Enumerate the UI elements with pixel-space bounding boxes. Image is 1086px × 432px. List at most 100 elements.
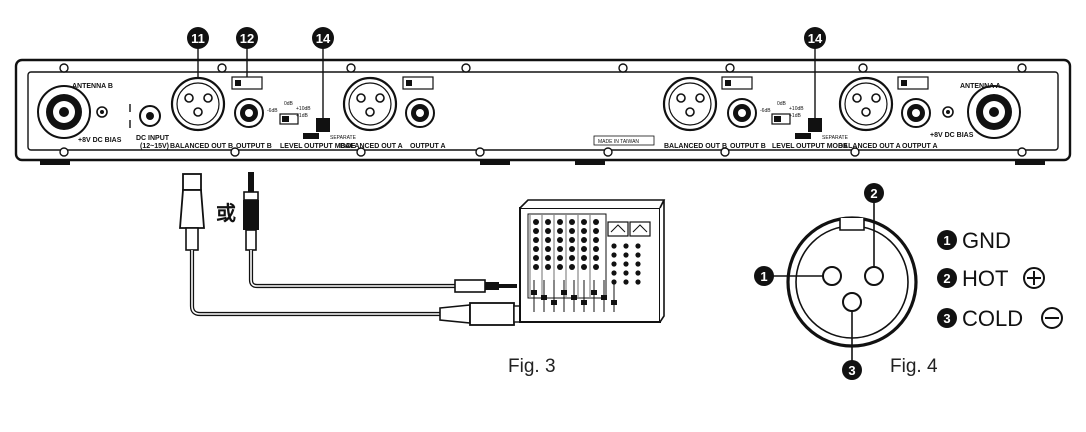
xlr-pinout: 1 2 3 bbox=[754, 183, 918, 380]
level-plus10-1: +10dB bbox=[296, 106, 311, 112]
audio-mixer bbox=[519, 199, 666, 323]
antenna-a-connector bbox=[967, 85, 1021, 139]
mixer-knob bbox=[569, 255, 575, 261]
xlr-plug bbox=[179, 173, 205, 251]
mixer-knob bbox=[593, 228, 599, 234]
mixer-knob bbox=[593, 246, 599, 252]
mixer-knob bbox=[581, 219, 587, 225]
mixer-knob bbox=[611, 261, 617, 267]
phone-plug bbox=[243, 172, 259, 251]
balanced-out-b-xlr-1 bbox=[170, 76, 226, 132]
mixer-knob bbox=[623, 279, 629, 285]
output-a-label-2: OUTPUT A bbox=[902, 143, 938, 150]
mixer-knob bbox=[581, 237, 587, 243]
mixer-knob bbox=[557, 228, 563, 234]
level-0-1: 0dB bbox=[284, 101, 294, 107]
fig-3-caption: Fig. 3 bbox=[508, 356, 556, 377]
level-switch-1 bbox=[279, 113, 299, 125]
svg-text:11: 11 bbox=[191, 31, 205, 46]
mixer-knob bbox=[545, 246, 551, 252]
mixer-fader bbox=[551, 300, 557, 305]
level-plus1-2: +1dB bbox=[789, 113, 801, 119]
mixer-fader bbox=[581, 300, 587, 305]
mixer-knob bbox=[623, 261, 629, 267]
mixer-knob bbox=[533, 264, 539, 270]
mixer-knobs bbox=[529, 215, 641, 297]
svg-text:2: 2 bbox=[943, 271, 950, 286]
pin-1-badge: 1 bbox=[760, 269, 767, 284]
callout-14-right: 14 bbox=[804, 27, 826, 118]
mixer-knob bbox=[569, 246, 575, 252]
level-switch-2 bbox=[771, 113, 791, 125]
balanced-out-a-xlr-1 bbox=[342, 76, 398, 132]
minus-icon bbox=[1041, 307, 1063, 329]
mixer-knob bbox=[569, 228, 575, 234]
mixer-knob bbox=[581, 228, 587, 234]
mixer-knob bbox=[557, 219, 563, 225]
mixer-knob bbox=[635, 279, 641, 285]
level-label-1: LEVEL bbox=[280, 143, 303, 150]
mixer-fader bbox=[561, 290, 567, 295]
balanced-out-b-xlr-2 bbox=[662, 76, 718, 132]
mixer-knob bbox=[545, 264, 551, 270]
output-b-label-2: OUTPUT B bbox=[730, 143, 766, 150]
level-plus1-1: +1dB bbox=[296, 113, 308, 119]
output-a-jack-2 bbox=[901, 98, 931, 128]
output-a-jack-1 bbox=[405, 98, 435, 128]
legend-cold: COLD bbox=[962, 306, 1023, 331]
svg-text:12: 12 bbox=[240, 31, 254, 46]
fig-4-caption: Fig. 4 bbox=[890, 356, 938, 377]
mixer-knob bbox=[611, 252, 617, 258]
balanced-out-b-label-1: BALANCED OUT B bbox=[170, 143, 233, 150]
dc-input-jack bbox=[129, 104, 161, 128]
output-mode-switch-2 bbox=[795, 118, 822, 139]
mixer-faders bbox=[531, 280, 617, 312]
mixer-knob bbox=[569, 264, 575, 270]
mixer-knob bbox=[569, 219, 575, 225]
callout-11: 11 bbox=[187, 27, 209, 78]
separate-label-2: SEPARATE bbox=[822, 135, 849, 141]
mixer-fader bbox=[571, 295, 577, 300]
balanced-out-a-xlr-2 bbox=[838, 76, 894, 132]
pin-3-badge: 3 bbox=[848, 363, 855, 378]
dc-input-range-label: (12~15V) bbox=[140, 143, 169, 150]
mixer-knob bbox=[635, 252, 641, 258]
mixer-knob bbox=[533, 219, 539, 225]
mixer-knob bbox=[593, 219, 599, 225]
mixer-knob bbox=[533, 228, 539, 234]
mixer-knob bbox=[557, 264, 563, 270]
legend-gnd: GND bbox=[962, 228, 1011, 253]
output-a-label-1: OUTPUT A bbox=[410, 143, 446, 150]
mixer-knob bbox=[635, 270, 641, 276]
mixer-knob bbox=[611, 243, 617, 249]
svg-text:14: 14 bbox=[808, 31, 823, 46]
xlr-cable bbox=[189, 250, 440, 317]
mixer-knob bbox=[557, 237, 563, 243]
mixer-knob bbox=[533, 246, 539, 252]
mixer-knob bbox=[623, 243, 629, 249]
mixer-knob bbox=[545, 237, 551, 243]
antenna-a-label: ANTENNA A bbox=[960, 83, 1001, 90]
balanced-out-a-label-2: BALANCED OUT A bbox=[838, 143, 901, 150]
svg-text:14: 14 bbox=[316, 31, 331, 46]
level-label-2: LEVEL bbox=[772, 143, 795, 150]
output-b-jack-2 bbox=[727, 98, 757, 128]
mixer-fader bbox=[531, 290, 537, 295]
plus-icon bbox=[1023, 267, 1045, 289]
mixer-knob bbox=[635, 261, 641, 267]
callout-12: 12 bbox=[236, 27, 258, 77]
mixer-knob bbox=[593, 237, 599, 243]
svg-text:1: 1 bbox=[943, 233, 950, 248]
mixer-knob bbox=[581, 264, 587, 270]
mixer-knob bbox=[611, 270, 617, 276]
dc-bias-right-label: +8V DC BIAS bbox=[930, 132, 974, 139]
mixer-phone-plug bbox=[454, 279, 517, 293]
output-mode-label-1: OUTPUT MODE bbox=[304, 143, 356, 150]
mixer-fader bbox=[611, 300, 617, 305]
output-b-jack-1 bbox=[234, 98, 264, 128]
level-minus6-1: -6dB bbox=[267, 108, 278, 114]
svg-text:3: 3 bbox=[943, 311, 950, 326]
antenna-b-label: ANTENNA B bbox=[72, 83, 113, 90]
level-minus6-2: -6dB bbox=[760, 108, 771, 114]
